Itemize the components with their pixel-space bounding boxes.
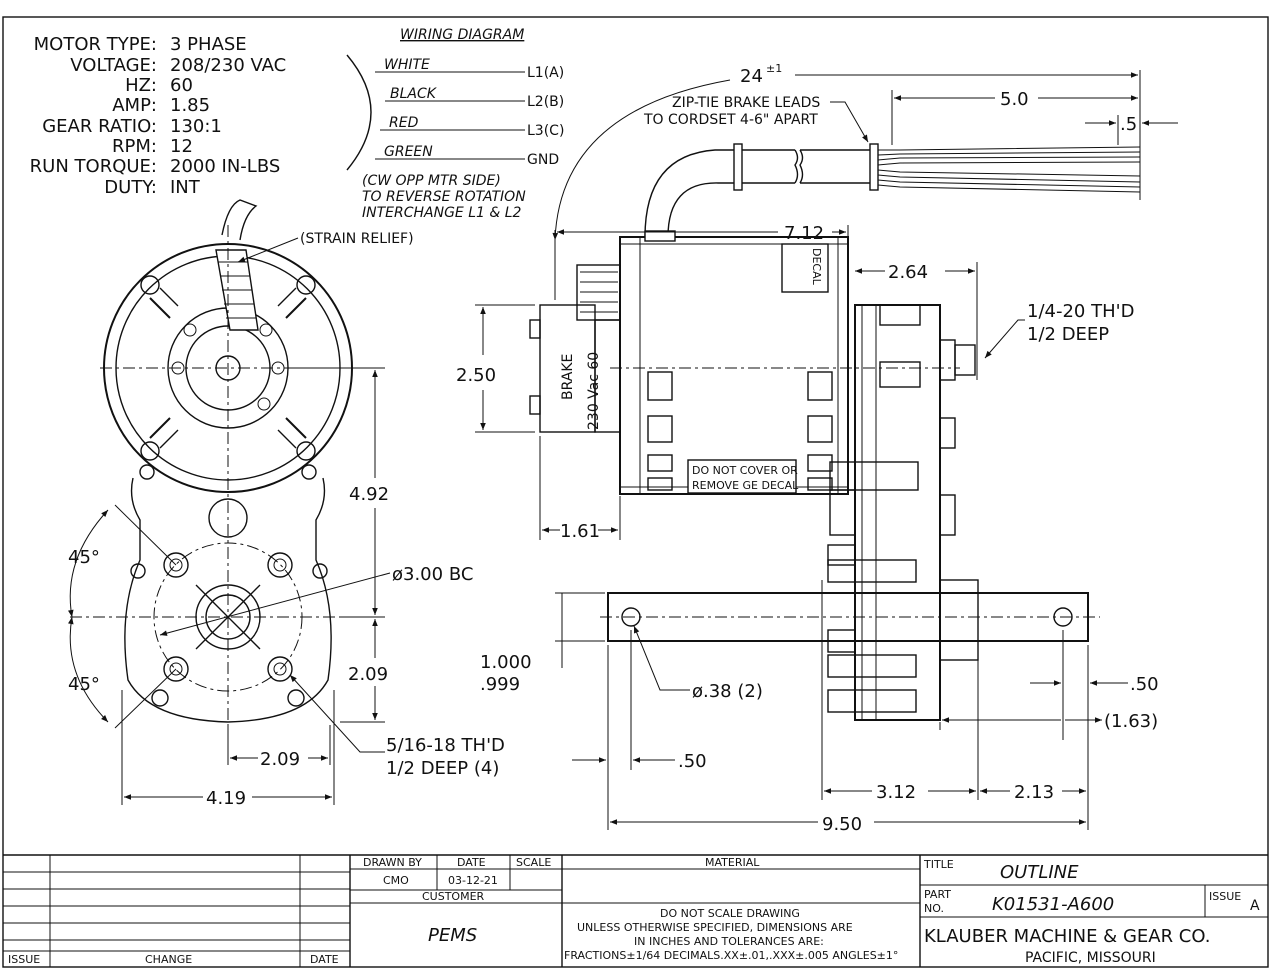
company-location: PACIFIC, MISSOURI bbox=[1025, 950, 1156, 966]
dim-50-left: .50 bbox=[678, 751, 707, 772]
wire-terminal: L3(C) bbox=[527, 123, 564, 139]
strain-relief-label: (STRAIN RELIEF) bbox=[300, 231, 414, 247]
spec-label: AMP: bbox=[112, 95, 157, 116]
thread-note: 1/2 DEEP (4) bbox=[386, 758, 499, 779]
dim-50-right: .50 bbox=[1130, 674, 1159, 695]
spec-value: INT bbox=[170, 177, 201, 198]
issue-header: ISSUE bbox=[8, 953, 40, 966]
dim-24-tolerance: ±1 bbox=[766, 62, 782, 75]
issue-value: A bbox=[1250, 898, 1260, 914]
spec-label: RPM: bbox=[112, 136, 157, 157]
wire-terminal: GND bbox=[527, 152, 559, 168]
wiring-note: TO REVERSE ROTATION bbox=[362, 189, 526, 205]
spec-value: 1.85 bbox=[170, 95, 210, 116]
shaft-dim: 1.000 bbox=[480, 652, 532, 673]
part-header: PART bbox=[924, 888, 951, 901]
spec-value: 130:1 bbox=[170, 116, 222, 137]
spec-label: GEAR RATIO: bbox=[42, 116, 157, 137]
tolerance-note: DO NOT SCALE DRAWING bbox=[660, 907, 800, 920]
tolerance-note: IN INCHES AND TOLERANCES ARE: bbox=[634, 935, 824, 948]
dim-950: 9.50 bbox=[822, 814, 862, 835]
issue-header: ISSUE bbox=[1209, 890, 1241, 903]
spec-label: VOLTAGE: bbox=[70, 55, 157, 76]
ziptie-note: TO CORDSET 4-6" APART bbox=[643, 112, 818, 128]
dim-5: .5 bbox=[1120, 114, 1137, 135]
wiring-note: INTERCHANGE L1 & L2 bbox=[362, 205, 522, 221]
sheet-border bbox=[2, 16, 1269, 968]
drawing-title: OUTLINE bbox=[1000, 862, 1079, 883]
wire-terminal: L2(B) bbox=[527, 94, 564, 110]
wire-color: BLACK bbox=[390, 86, 438, 102]
angle-label: 45° bbox=[68, 547, 100, 568]
drawn-by-header: DRAWN BY bbox=[363, 856, 422, 869]
dim-209-horizontal: 2.09 bbox=[260, 749, 300, 770]
bolt-circle-label: ø3.00 BC bbox=[392, 564, 473, 585]
date-value: 03-12-21 bbox=[448, 874, 498, 887]
spec-value: 3 PHASE bbox=[170, 34, 247, 55]
warning-label: REMOVE GE DECAL bbox=[692, 479, 799, 492]
motor-specs: MOTOR TYPE: 3 PHASE VOLTAGE: 208/230 VAC… bbox=[30, 34, 287, 198]
dim-264: 2.64 bbox=[888, 262, 928, 283]
front-view: 45° 45° (STRAIN RELIEF) 4.92 ø3.00 BC 2.… bbox=[68, 199, 505, 809]
company-name: KLAUBER MACHINE & GEAR CO. bbox=[924, 926, 1211, 947]
customer-value: PEMS bbox=[428, 925, 477, 946]
part-number: K01531-A600 bbox=[992, 894, 1114, 915]
angle-label: 45° bbox=[68, 674, 100, 695]
dim-209-vertical: 2.09 bbox=[348, 664, 388, 685]
wiring-note: (CW OPP MTR SIDE) bbox=[362, 173, 501, 189]
dim-492: 4.92 bbox=[349, 484, 389, 505]
strain-relief-coil bbox=[215, 249, 259, 331]
wire-color: WHITE bbox=[384, 57, 430, 73]
wire-color: GREEN bbox=[384, 144, 433, 160]
spec-value: 12 bbox=[170, 136, 193, 157]
tolerance-note: FRACTIONS±1/64 DECIMALS.XX±.01,.XXX±.005… bbox=[564, 949, 898, 962]
part-header: NO. bbox=[924, 902, 944, 915]
dim-24: 24 bbox=[740, 66, 763, 87]
change-header: CHANGE bbox=[145, 953, 192, 966]
spec-value: 2000 IN-LBS bbox=[170, 156, 280, 177]
customer-header: CUSTOMER bbox=[422, 890, 485, 903]
drawn-by-value: CMO bbox=[383, 874, 409, 887]
dim-312: 3.12 bbox=[876, 782, 916, 803]
spec-label: HZ: bbox=[125, 75, 157, 96]
spec-label: DUTY: bbox=[104, 177, 157, 198]
spec-value: 60 bbox=[170, 75, 193, 96]
thread-note: 1/2 DEEP bbox=[1027, 324, 1109, 345]
title-header: TITLE bbox=[923, 858, 954, 871]
spec-label: MOTOR TYPE: bbox=[34, 34, 157, 55]
wiring-diagram: WIRING DIAGRAM WHITE BLACK RED GREEN L1(… bbox=[346, 27, 564, 221]
warning-label: DO NOT COVER OR bbox=[692, 464, 798, 477]
ziptie-note: ZIP-TIE BRAKE LEADS bbox=[672, 95, 820, 111]
spec-value: 208/230 VAC bbox=[170, 55, 286, 76]
scale-header: SCALE bbox=[516, 856, 551, 869]
wiring-title: WIRING DIAGRAM bbox=[400, 27, 524, 43]
dim-712: 7.12 bbox=[784, 223, 824, 244]
thread-note: 1/4-20 TH'D bbox=[1027, 301, 1134, 322]
side-view: 24 ±1 ZIP-TIE BRAKE LEADS TO CORDSET 4-6… bbox=[456, 62, 1178, 835]
brake-voltage: 230 Vac 60 bbox=[586, 352, 602, 430]
dim-419: 4.19 bbox=[206, 788, 246, 809]
dim-163: (1.63) bbox=[1104, 711, 1158, 732]
dim-213: 2.13 bbox=[1014, 782, 1054, 803]
dim-250: 2.50 bbox=[456, 365, 496, 386]
dim-161: 1.61 bbox=[560, 521, 600, 542]
title-block: ISSUE CHANGE DATE DRAWN BY DATE SCALE CM… bbox=[3, 854, 1268, 967]
spec-label: RUN TORQUE: bbox=[30, 156, 157, 177]
decal-label: DECAL bbox=[810, 248, 823, 286]
shaft-dim: .999 bbox=[480, 674, 520, 695]
dim-50: 5.0 bbox=[1000, 89, 1029, 110]
date-header: DATE bbox=[310, 953, 339, 966]
wire-color: RED bbox=[389, 115, 419, 131]
wire-terminal: L1(A) bbox=[527, 65, 564, 81]
hole-label: ø.38 (2) bbox=[692, 681, 763, 702]
date-header: DATE bbox=[457, 856, 486, 869]
material-header: MATERIAL bbox=[705, 856, 760, 869]
thread-note: 5/16-18 TH'D bbox=[386, 735, 505, 756]
tolerance-note: UNLESS OTHERWISE SPECIFIED, DIMENSIONS A… bbox=[577, 921, 853, 934]
brake-label: BRAKE bbox=[560, 354, 576, 400]
